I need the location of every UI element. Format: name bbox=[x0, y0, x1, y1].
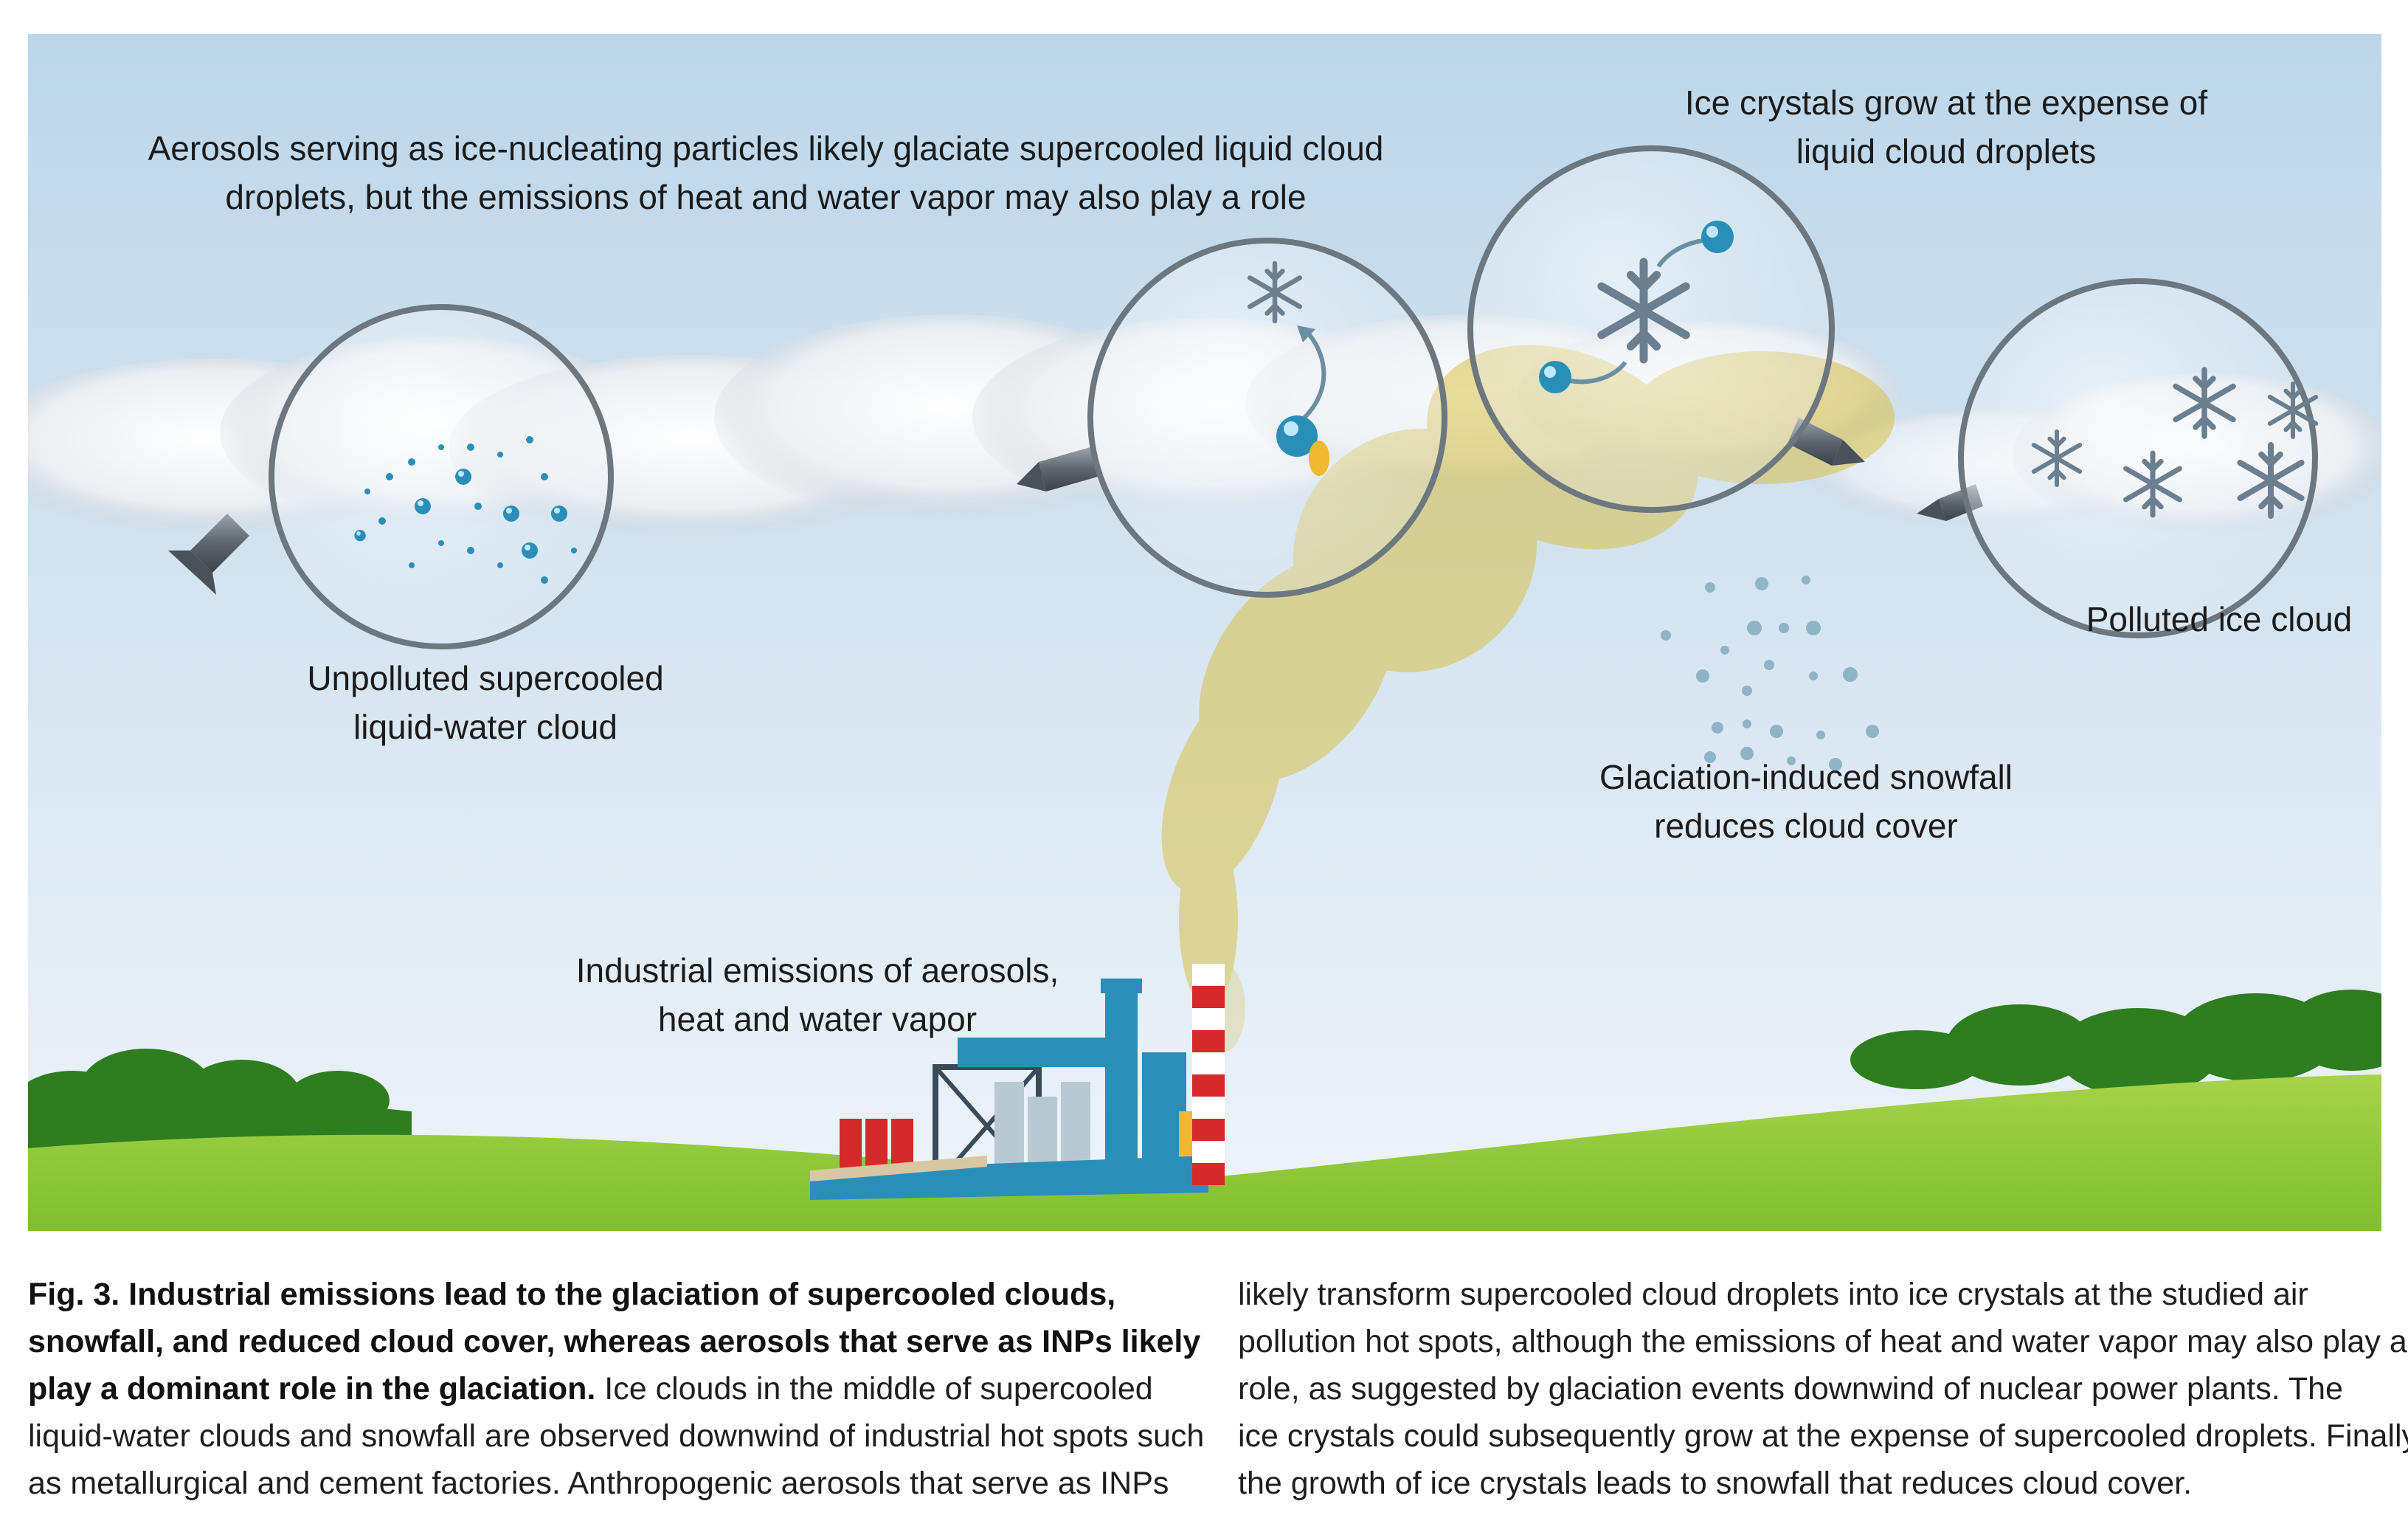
caption-line: pollution hot spots, although the emissi… bbox=[1238, 1324, 2407, 1359]
illustration-canvas bbox=[28, 34, 2381, 1231]
label-industrial-line1: Industrial emissions of aerosols, bbox=[575, 951, 1059, 990]
label-ice-grow-line2: liquid cloud droplets bbox=[1796, 132, 2097, 170]
caption-line: role, as suggested by glaciation events … bbox=[1238, 1371, 2343, 1407]
label-unpolluted-line2: liquid-water cloud bbox=[353, 708, 617, 746]
label-industrial-line2: heat and water vapor bbox=[657, 1000, 978, 1038]
caption-right-column: likely transform supercooled cloud dropl… bbox=[1238, 1271, 2408, 1507]
label-ice-grow-line1: Ice crystals grow at the expense of bbox=[1684, 83, 2208, 122]
label-aerosols: Aerosols serving as ice-nucleating parti… bbox=[72, 124, 1459, 221]
label-polluted-text: Polluted ice cloud bbox=[2086, 600, 2353, 638]
caption-line: likely transform supercooled cloud dropl… bbox=[1238, 1277, 2308, 1312]
label-ice-grow: Ice crystals grow at the expense of liqu… bbox=[1636, 78, 2256, 176]
caption-left-column: Fig. 3. Industrial emissions lead to the… bbox=[28, 1271, 1204, 1507]
caption-text: Ice clouds in the middle of supercooled bbox=[595, 1371, 1153, 1407]
glaciation-illustration: Aerosols serving as ice-nucleating parti… bbox=[28, 34, 2381, 1231]
caption-line: as metallurgical and cement factories. A… bbox=[28, 1460, 1186, 1507]
label-unpolluted: Unpolluted supercooled liquid-water clou… bbox=[264, 654, 707, 751]
falling-snowfall bbox=[1661, 576, 1879, 771]
label-snowfall-line1: Glaciation-induced snowfall bbox=[1599, 758, 2013, 796]
caption-bold: play a dominant role in the glaciation. bbox=[28, 1371, 596, 1407]
label-aerosols-line2: droplets, but the emissions of heat and … bbox=[225, 178, 1307, 216]
magnifier-lens-unpolluted bbox=[168, 304, 614, 649]
caption-line: Fig. 3. Industrial emissions lead to the… bbox=[28, 1271, 1186, 1318]
magnifier-lens-nucleation bbox=[1017, 238, 1447, 598]
label-snowfall: Glaciation-induced snowfall reduces clou… bbox=[1548, 753, 2064, 850]
caption-text: liquid-water clouds and snowfall are obs… bbox=[28, 1418, 1205, 1454]
label-snowfall-line2: reduces cloud cover bbox=[1654, 807, 1958, 845]
landscape bbox=[28, 990, 2381, 1231]
magnifier-lens-ice-growth bbox=[1467, 145, 1865, 513]
magnifier-lens-polluted bbox=[1917, 278, 2316, 638]
caption-bold: snowfall, and reduced cloud cover, where… bbox=[28, 1324, 1201, 1359]
label-industrial: Industrial emissions of aerosols, heat a… bbox=[559, 946, 1076, 1043]
chimney-icon bbox=[1192, 964, 1225, 1185]
caption-line: ice crystals could subsequently grow at … bbox=[1238, 1418, 2408, 1454]
caption-line: the growth of ice crystals leads to snow… bbox=[1238, 1466, 2193, 1501]
caption-line: liquid-water clouds and snowfall are obs… bbox=[28, 1412, 1204, 1460]
caption-line: snowfall, and reduced cloud cover, where… bbox=[28, 1318, 1200, 1365]
caption-bold: Fig. 3. Industrial emissions lead to the… bbox=[28, 1277, 1116, 1312]
caption-text: as metallurgical and cement factories. A… bbox=[28, 1466, 1169, 1501]
caption-line: play a dominant role in the glaciation. … bbox=[28, 1365, 1186, 1412]
label-polluted: Polluted ice cloud bbox=[2064, 595, 2374, 643]
label-aerosols-line1: Aerosols serving as ice-nucleating parti… bbox=[148, 129, 1384, 168]
figure-caption: Fig. 3. Industrial emissions lead to the… bbox=[28, 1271, 2408, 1522]
label-unpolluted-line1: Unpolluted supercooled bbox=[307, 659, 664, 697]
